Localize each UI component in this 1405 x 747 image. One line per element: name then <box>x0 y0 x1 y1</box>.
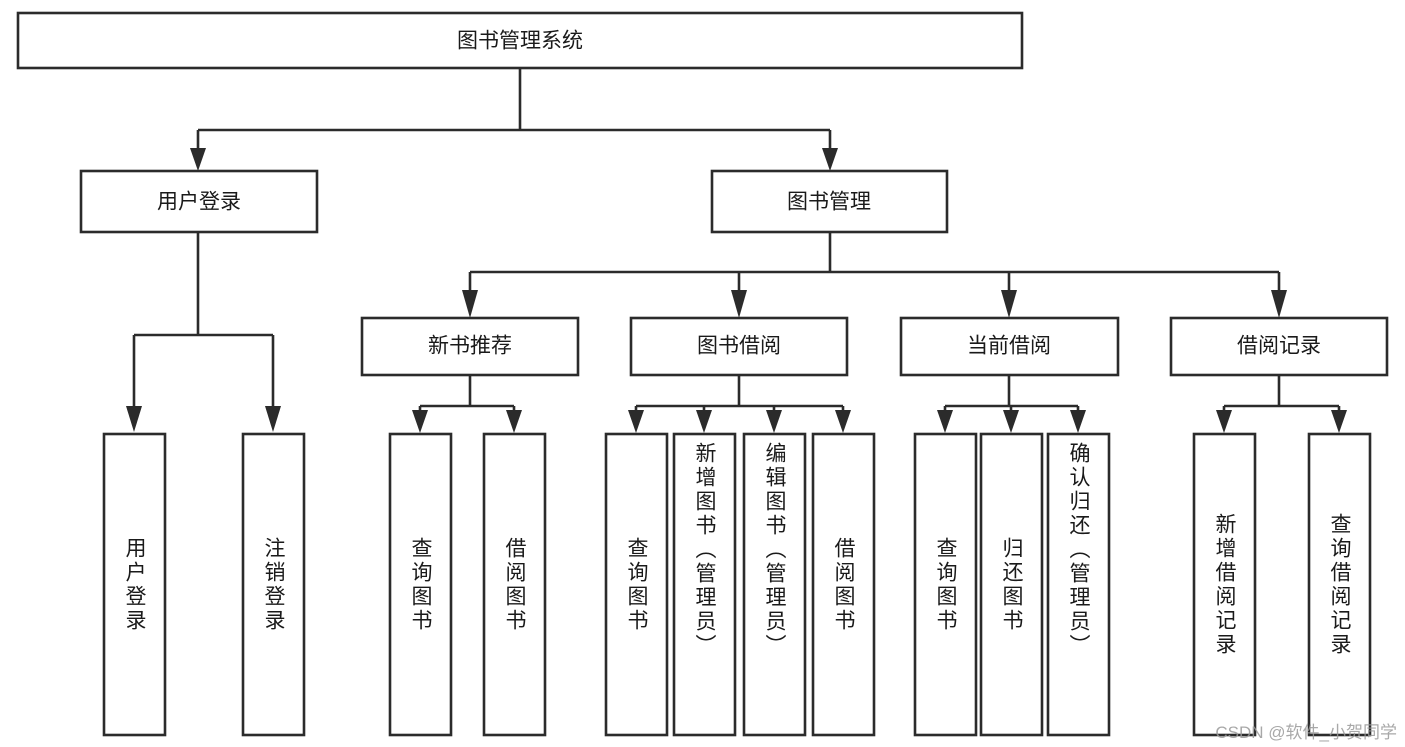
arrow-head-user-login <box>190 148 206 171</box>
node-book-management-box[interactable] <box>710 169 949 234</box>
arrow-head-newbook-l1 <box>412 410 428 433</box>
leaf-book-borrow-3-box[interactable] <box>742 432 807 737</box>
leaf-new-book-2-box[interactable] <box>482 432 547 737</box>
node-current-borrow-box[interactable] <box>899 316 1120 377</box>
leaf-user-login-2-box[interactable] <box>241 432 306 737</box>
leaf-borrow-records-2-box[interactable] <box>1307 432 1372 737</box>
node-box-group: 图书管理系统 用户登录 图书管理 新书推荐 图书借阅 当前借阅 借阅记录 <box>16 11 1389 737</box>
node-book-borrow-label: 图书借阅 <box>697 335 781 358</box>
node-borrow-records-label: 借阅记录 <box>1237 335 1321 358</box>
leaf-borrow-records-1-box[interactable] <box>1192 432 1257 737</box>
connector-group <box>126 68 1347 433</box>
arrow-head-new-book <box>462 290 478 318</box>
node-root-box[interactable] <box>16 11 1024 70</box>
arrow-head-currentborrow-l3 <box>1070 410 1086 433</box>
leaf-current-borrow-1-box[interactable] <box>913 432 978 737</box>
arrow-head-book-mgmt <box>822 148 838 171</box>
watermark-text: CSDN @软件_小贺同学 <box>1215 723 1397 742</box>
arrow-head-bookborrow-l2 <box>696 410 712 433</box>
arrow-head-current-borrow <box>1001 290 1017 318</box>
node-borrow-records-box[interactable] <box>1169 316 1389 377</box>
node-new-book-recommend-box[interactable] <box>360 316 580 377</box>
arrow-head-book-borrow <box>731 290 747 318</box>
leaf-book-borrow-4-box[interactable] <box>811 432 876 737</box>
node-current-borrow-label: 当前借阅 <box>967 335 1051 358</box>
arrow-head-borrow-records <box>1271 290 1287 318</box>
node-user-login-box[interactable] <box>79 169 319 234</box>
node-new-book-recommend-label: 新书推荐 <box>428 335 512 358</box>
arrow-head-borrowrecords-l2 <box>1331 410 1347 433</box>
arrow-head-userlogin-leaf2 <box>265 406 281 432</box>
arrow-head-bookborrow-l3 <box>766 410 782 433</box>
arrow-head-newbook-l2 <box>506 410 522 433</box>
arrow-head-currentborrow-l2 <box>1003 410 1019 433</box>
leaf-user-login-1-box[interactable] <box>102 432 167 737</box>
leaf-current-borrow-3-box[interactable] <box>1046 432 1111 737</box>
arrow-head-bookborrow-l4 <box>835 410 851 433</box>
leaf-new-book-1-box[interactable] <box>388 432 453 737</box>
node-book-management-label: 图书管理 <box>787 191 871 214</box>
arrow-head-borrowrecords-l1 <box>1216 410 1232 433</box>
node-root-label: 图书管理系统 <box>457 30 583 53</box>
arrow-head-bookborrow-l1 <box>628 410 644 433</box>
node-book-borrow-box[interactable] <box>629 316 849 377</box>
arrow-head-currentborrow-l1 <box>937 410 953 433</box>
arrow-head-userlogin-leaf1 <box>126 406 142 432</box>
node-user-login-label: 用户登录 <box>157 191 241 214</box>
leaf-book-borrow-1-box[interactable] <box>604 432 669 737</box>
leaf-book-borrow-2-box[interactable] <box>672 432 737 737</box>
leaf-current-borrow-2-box[interactable] <box>979 432 1044 737</box>
